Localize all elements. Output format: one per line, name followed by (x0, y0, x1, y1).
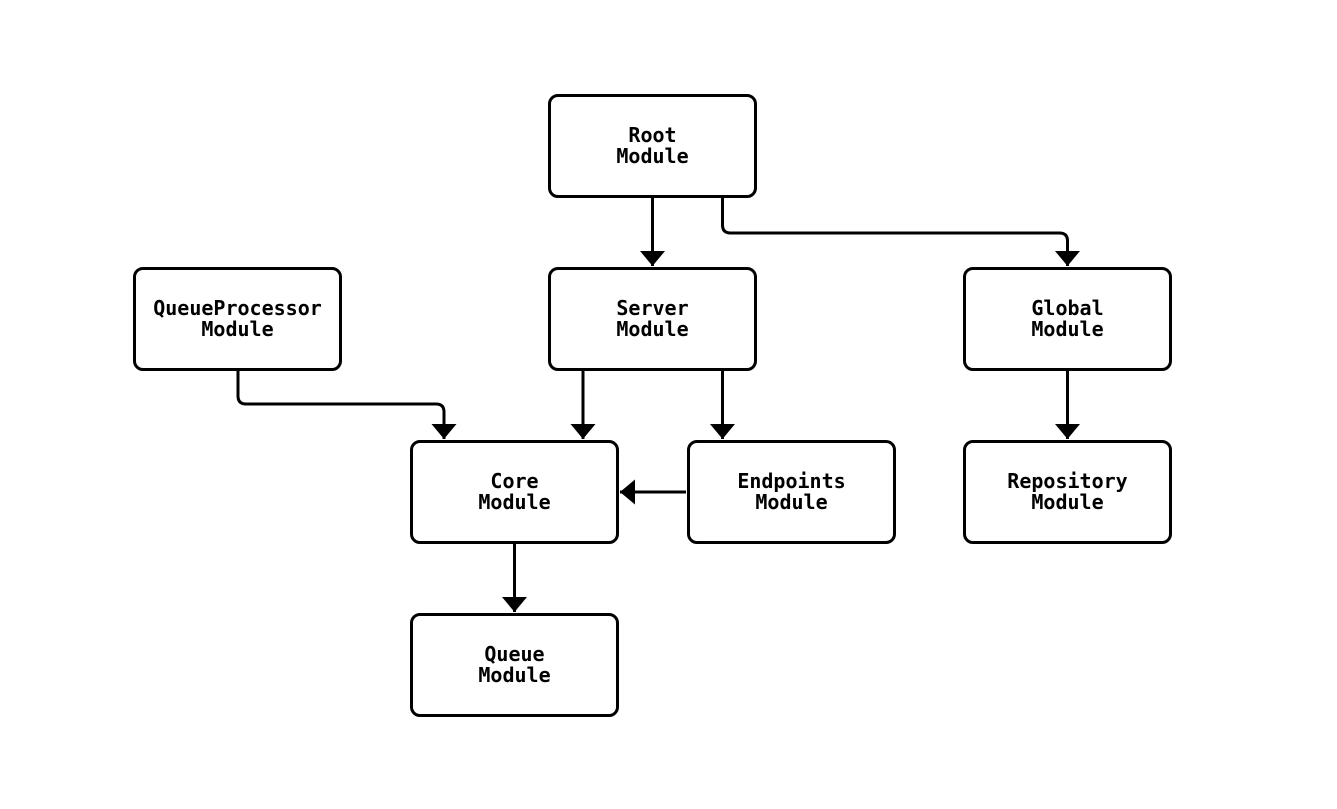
node-server-module: Server Module (548, 267, 757, 371)
node-queueprocessor-module-label: QueueProcessor Module (153, 296, 322, 341)
node-root-module-label: Root Module (616, 123, 689, 168)
node-server-module-label: Server Module (616, 296, 689, 341)
node-queueprocessor-module: QueueProcessor Module (133, 267, 342, 371)
node-core-module: Core Module (410, 440, 619, 544)
node-global-module-label: Global Module (1031, 296, 1104, 341)
node-endpoints-module: Endpoints Module (687, 440, 896, 544)
node-queue-module: Queue Module (410, 613, 619, 717)
edge-queueprocessor-to-core (236, 371, 457, 439)
node-repository-module: Repository Module (963, 440, 1172, 544)
node-repository-module-label: Repository Module (1007, 469, 1128, 514)
node-endpoints-module-label: Endpoints Module (737, 469, 846, 514)
node-root-module: Root Module (548, 94, 757, 198)
node-global-module: Global Module (963, 267, 1172, 371)
node-queue-module-label: Queue Module (478, 642, 551, 687)
node-core-module-label: Core Module (478, 469, 551, 514)
edge-root-to-global (721, 198, 1080, 266)
